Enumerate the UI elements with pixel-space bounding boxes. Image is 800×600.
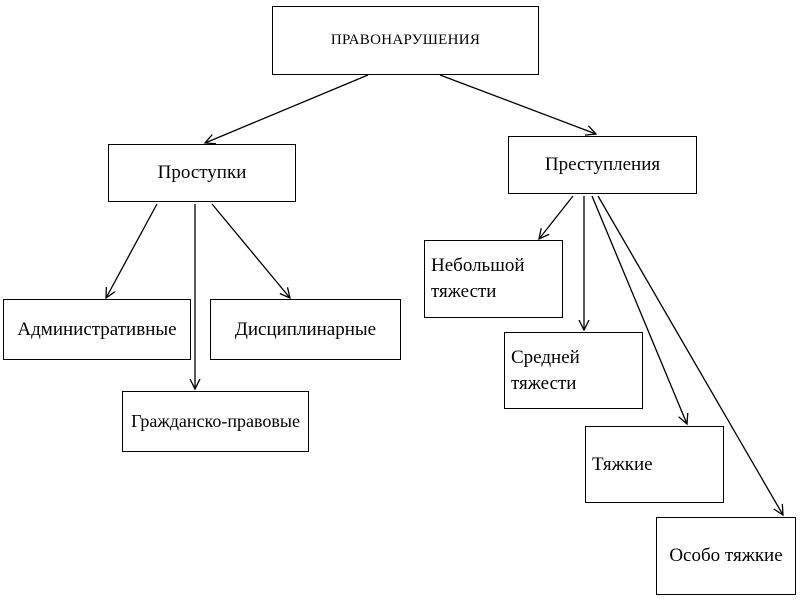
disciplinary-node-label: Дисциплинарные xyxy=(234,318,377,340)
civil-law-node-box: Гражданско-правовые xyxy=(122,391,309,452)
root-node-box: ПРАВОНАРУШЕНИЯ xyxy=(272,6,539,75)
arrow-prestupleniya-to-tyazh xyxy=(591,195,687,424)
medium-gravity-node-label: Средней тяжести xyxy=(511,346,580,394)
disciplinary-node-box: Дисциплинарные xyxy=(210,299,401,360)
arrow-prestupleniya-to-nebolsh xyxy=(539,195,574,239)
arrow-prestupleniya-to-osobo xyxy=(597,195,783,515)
prostupki-node-label: Проступки xyxy=(157,162,247,184)
grave-node-box: Тяжкие xyxy=(585,426,724,503)
civil-law-node-label: Гражданско-правовые xyxy=(131,411,300,432)
administrative-node-label: Административные xyxy=(17,318,177,340)
especially-grave-node-label: Особо тяжкие xyxy=(669,545,783,567)
administrative-node-box: Административные xyxy=(3,299,191,360)
prostupki-node-box: Проступки xyxy=(108,144,296,202)
prestupleniya-node-label: Преступления xyxy=(544,154,661,176)
arrow-prostupki-to-admin xyxy=(106,203,158,298)
root-node-label: ПРАВОНАРУШЕНИЯ xyxy=(330,32,481,49)
arrow-root-to-prostupki xyxy=(205,74,369,143)
especially-grave-node-box: Особо тяжкие xyxy=(656,517,796,595)
arrow-root-to-prestupleniya xyxy=(439,74,596,134)
minor-gravity-node-box: Небольшой тяжести xyxy=(424,240,563,318)
arrow-prostupki-to-discipl xyxy=(211,203,290,298)
minor-gravity-node-label: Небольшой тяжести xyxy=(431,255,525,302)
grave-node-label: Тяжкие xyxy=(592,453,653,475)
medium-gravity-node-box: Средней тяжести xyxy=(504,332,643,409)
prestupleniya-node-box: Преступления xyxy=(508,136,697,194)
